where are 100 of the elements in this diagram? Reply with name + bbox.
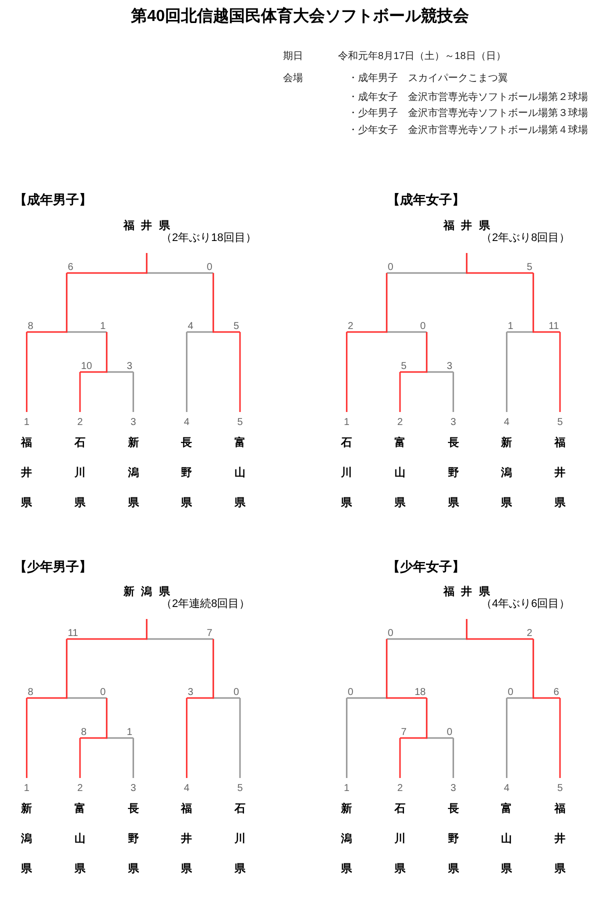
bracket-line [26, 273, 68, 333]
bracket-line [466, 253, 534, 274]
score: 2 [346, 321, 354, 332]
seed-number: 4 [182, 418, 190, 428]
team-name: 富山県 [394, 436, 406, 511]
bracket-line [532, 273, 560, 333]
seed-number: 1 [342, 418, 350, 428]
bracket-line [80, 698, 108, 739]
team-name: 富山県 [234, 436, 246, 511]
team-name: 新潟県 [21, 802, 32, 877]
bracket-line [132, 738, 134, 779]
score: 11 [66, 628, 80, 639]
score: 10 [80, 361, 94, 372]
seed-number: 4 [182, 784, 190, 794]
bracket-line [26, 639, 68, 699]
venue-text: ・成年女子 金沢市営専光寺ソフトボール場第２球場 [348, 90, 588, 104]
bracket-line [466, 619, 534, 640]
score: 8 [26, 321, 34, 332]
score: 0 [232, 687, 240, 698]
team-name: 福井県 [21, 436, 32, 511]
bracket-line [399, 738, 401, 779]
bracket-line [79, 372, 81, 413]
score: 0 [419, 321, 427, 332]
score: 2 [526, 628, 534, 639]
bracket-line [400, 698, 428, 739]
team-name: 新潟県 [501, 436, 512, 511]
bracket-line [26, 698, 28, 779]
champion-name: 福井県 [122, 220, 176, 232]
team-name: 長野県 [448, 436, 459, 511]
seed-number: 2 [396, 418, 404, 428]
team-name: 石川県 [74, 436, 86, 511]
champion-note: （2年ぶり8回目） [481, 232, 570, 244]
bracket-line [506, 698, 508, 779]
seed-number: 3 [450, 418, 458, 428]
seed-number: 5 [236, 784, 244, 794]
team-name: 石川県 [234, 802, 246, 877]
team-name: 長野県 [448, 802, 459, 877]
score: 0 [506, 687, 514, 698]
bracket-line [452, 372, 454, 413]
field-label: 会場 [283, 72, 303, 84]
seed-number: 5 [556, 784, 564, 794]
seed-number: 1 [22, 784, 30, 794]
team-name: 富山県 [501, 802, 512, 877]
seed-number: 5 [556, 418, 564, 428]
bracket-line [186, 332, 188, 413]
bracket-line [239, 698, 241, 779]
team-name: 石川県 [394, 802, 406, 877]
seed-number: 1 [342, 784, 350, 794]
score: 7 [400, 727, 408, 738]
score: 0 [446, 727, 454, 738]
score: 6 [66, 262, 74, 273]
score: 4 [186, 321, 194, 332]
bracket-line [532, 639, 560, 699]
venue-text: ・少年女子 金沢市営専光寺ソフトボール場第４球場 [348, 124, 588, 136]
bracket-line [66, 619, 148, 640]
seed-number: 3 [130, 418, 138, 428]
team-name: 福井県 [554, 436, 566, 511]
seed-number: 2 [76, 784, 84, 794]
score: 0 [386, 262, 394, 273]
team-name: 福井県 [181, 802, 192, 877]
section-heading: 【成年男子】 [14, 192, 92, 208]
bracket-line [506, 332, 508, 413]
bracket-line [400, 332, 428, 373]
score: 3 [446, 361, 454, 372]
venue-text: ・成年男子 スカイパークこまつ翼 [348, 72, 508, 84]
seed-number: 5 [236, 418, 244, 428]
bracket-line [132, 372, 134, 413]
score: 0 [99, 687, 107, 698]
score: 11 [548, 321, 560, 332]
bracket-line [239, 332, 241, 413]
score: 7 [206, 628, 214, 639]
score: 1 [99, 321, 107, 332]
score: 3 [126, 361, 134, 372]
score: 0 [386, 628, 394, 639]
bracket-line [186, 698, 188, 779]
champion-name: 福井県 [442, 220, 496, 232]
score: 8 [80, 727, 88, 738]
bracket-line [452, 738, 454, 779]
champion-name: 福井県 [442, 586, 496, 598]
team-name: 新潟県 [128, 436, 139, 511]
page-title: 第40回北信越国民体育大会ソフトボール競技会 [131, 7, 469, 27]
score: 5 [400, 361, 408, 372]
team-name: 長野県 [128, 802, 139, 877]
team-name: 石川県 [341, 436, 352, 511]
bracket-line [212, 273, 240, 333]
score: 3 [186, 687, 194, 698]
venue-text: ・少年男子 金沢市営専光寺ソフトボール場第３球場 [348, 106, 588, 120]
score: 0 [346, 687, 354, 698]
score: 1 [506, 321, 514, 332]
score: 8 [26, 687, 34, 698]
team-name: 長野県 [181, 436, 192, 511]
seed-number: 4 [502, 418, 510, 428]
seed-number: 3 [130, 784, 138, 794]
bracket-line [66, 253, 148, 274]
section-heading: 【成年女子】 [387, 192, 465, 208]
bracket-line [346, 698, 348, 779]
seed-number: 2 [396, 784, 404, 794]
bracket-line [346, 332, 348, 413]
bracket-line [80, 332, 108, 373]
score: 1 [126, 727, 134, 738]
